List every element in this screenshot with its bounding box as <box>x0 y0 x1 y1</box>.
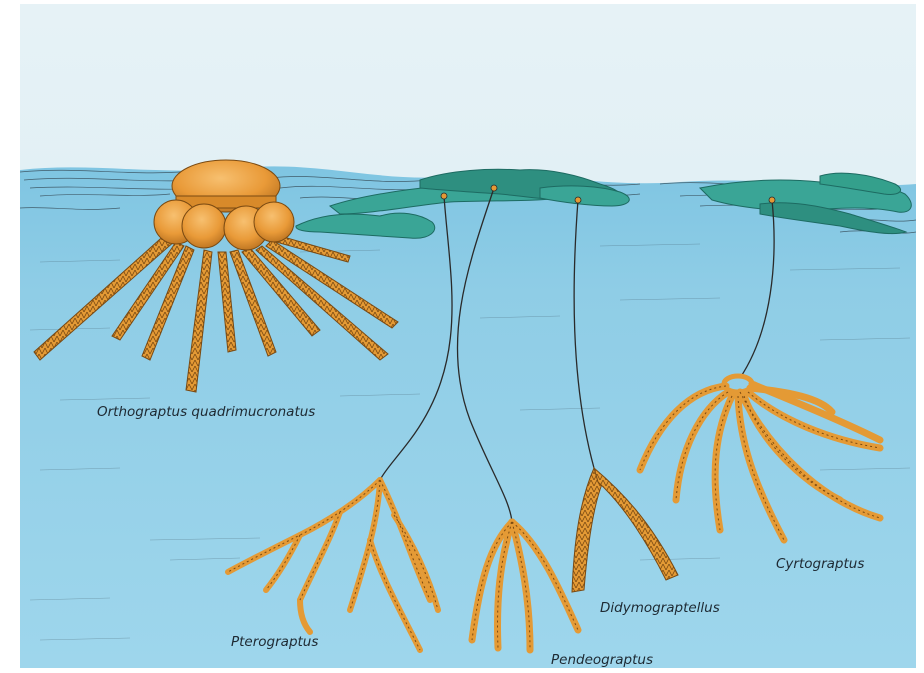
label-didymograptellus: Didymograptellus <box>600 600 720 616</box>
label-orthograptus: Orthograptus quadrimucronatus <box>97 404 315 420</box>
label-pterograptus: Pterograptus <box>231 634 318 650</box>
label-cyrtograptus: Cyrtograptus <box>776 556 864 572</box>
label-pendeograptus: Pendeograptus <box>551 652 653 668</box>
